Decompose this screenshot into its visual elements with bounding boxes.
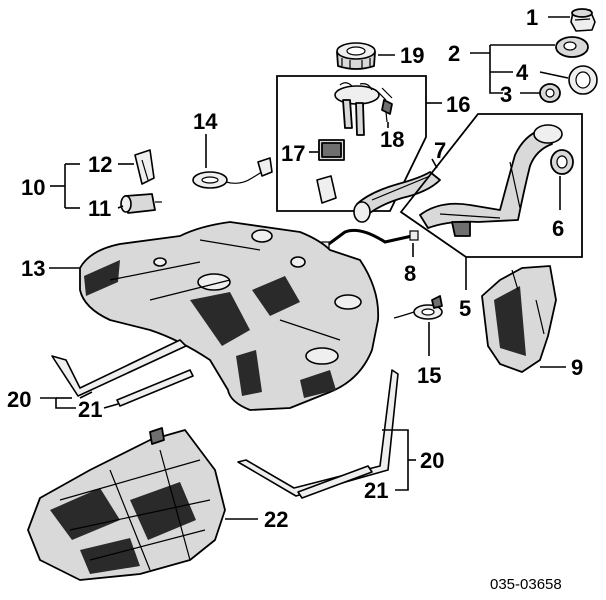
callout-16: 16 xyxy=(446,92,470,117)
callout-20-right: 20 xyxy=(420,448,444,473)
diagram-code: 035-03658 xyxy=(490,576,562,593)
callout-17: 17 xyxy=(281,141,305,166)
part-14-sender xyxy=(192,157,273,189)
assembly-5-frame xyxy=(399,113,583,290)
callout-20-left: 20 xyxy=(7,387,31,412)
callout-19: 19 xyxy=(400,43,424,68)
callout-2: 2 xyxy=(448,41,460,66)
callout-15: 15 xyxy=(417,363,441,388)
callout-8: 8 xyxy=(404,261,416,286)
callout-6: 6 xyxy=(552,216,564,241)
callout-22: 22 xyxy=(264,507,288,532)
part-11-filter xyxy=(120,193,162,214)
part-9-heat-shield xyxy=(481,265,557,373)
callout-14: 14 xyxy=(193,109,218,134)
callout-10: 10 xyxy=(21,175,45,200)
part-5-filler-neck xyxy=(419,124,563,237)
part-6-seal-ring xyxy=(550,149,574,175)
bracket-2-3-4 xyxy=(470,44,569,94)
part-4-gasket xyxy=(568,65,598,95)
part-22-under-cover xyxy=(27,427,226,581)
part-21-pad-left xyxy=(116,369,194,407)
part-15-sender xyxy=(393,295,443,320)
callout-1: 1 xyxy=(526,5,538,30)
bracket-10 xyxy=(50,163,134,209)
callout-12: 12 xyxy=(88,152,112,177)
part-2-seal xyxy=(555,36,589,58)
callout-21-right: 21 xyxy=(364,478,388,503)
callout-9: 9 xyxy=(571,355,583,380)
callout-21-left: 21 xyxy=(78,397,102,422)
callout-4: 4 xyxy=(516,60,529,85)
part-8-vent-tube xyxy=(321,228,419,251)
part-19-lock-ring xyxy=(336,42,376,70)
kit-16-frame xyxy=(276,75,442,212)
part-16-pump-assembly xyxy=(334,82,393,136)
bracket-20-21-right xyxy=(382,429,416,491)
callout-5: 5 xyxy=(459,296,471,321)
callout-7: 7 xyxy=(434,138,446,163)
part-17-pump xyxy=(316,139,345,204)
callout-13: 13 xyxy=(21,256,45,281)
part-13-fuel-tank xyxy=(79,221,380,411)
part-1-cap xyxy=(570,8,596,32)
part-12-clip xyxy=(134,149,155,185)
callout-3: 3 xyxy=(500,82,512,107)
part-3-ring xyxy=(539,83,561,103)
part-18-clip xyxy=(381,99,393,123)
callout-18: 18 xyxy=(380,127,404,152)
part-21-pad-right xyxy=(297,465,373,499)
part-7-hose xyxy=(353,171,441,223)
bracket-20-21-left xyxy=(40,391,119,409)
callout-11: 11 xyxy=(88,196,111,221)
part-20-strap-left xyxy=(51,339,187,397)
